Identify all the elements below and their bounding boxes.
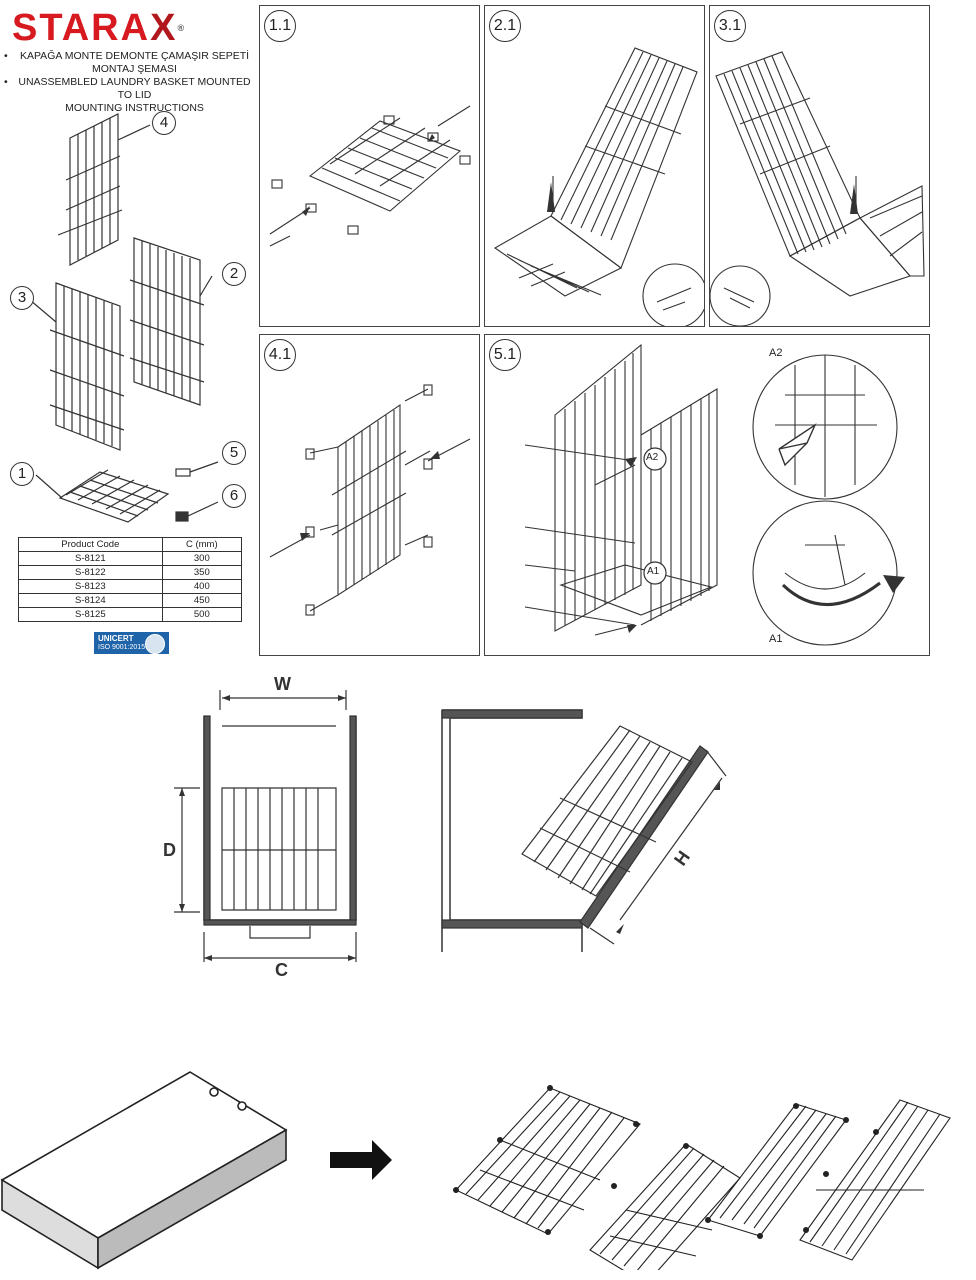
dimension-c-label: C	[275, 960, 288, 980]
certification-badge: UNICERT ISO 9001:2015	[94, 632, 169, 654]
dimension-w-label: W	[274, 674, 291, 694]
step-5-1-drawing	[524, 343, 905, 646]
header-line: MOUNTING INSTRUCTIONS	[65, 102, 204, 114]
part-number-1: 1	[10, 462, 34, 486]
cert-seal-icon	[145, 634, 165, 654]
step-number: 3.1	[714, 10, 746, 42]
part-number-3: 3	[10, 286, 34, 310]
exploded-parts-drawing	[29, 113, 219, 523]
header-text: •KAPAĞA MONTE DEMONTE ÇAMAŞIR SEPETİ MON…	[0, 50, 255, 115]
part-number-4: 4	[152, 111, 176, 135]
grid-panel-part-3	[49, 282, 125, 451]
cert-standard: ISO 9001:2015	[98, 644, 146, 651]
table-header-row: Product Code C (mm)	[18, 537, 243, 552]
size-cell: 500	[161, 607, 243, 622]
grid-panel-part-2	[129, 237, 205, 406]
arrow-right-icon	[330, 1140, 392, 1180]
connector-part-5	[175, 461, 219, 477]
callout-a1-marker: A1	[647, 566, 660, 577]
callout-a2-label: A2	[769, 347, 783, 359]
product-code-cell: S-8122	[18, 565, 163, 580]
header-line: MONTAJ ŞEMASI	[92, 63, 177, 75]
product-code-cell: S-8123	[18, 579, 163, 594]
cabinet-side-dimension-drawing	[441, 709, 727, 952]
callout-a1-label: A1	[769, 633, 783, 645]
column-header: Product Code	[18, 537, 163, 552]
part-number-6: 6	[222, 484, 246, 508]
brand-registered: ®	[177, 23, 185, 33]
grid-panel-part-1	[58, 469, 170, 523]
step-1-1-drawing	[269, 105, 471, 247]
brand-mark: X	[150, 7, 178, 49]
step-number: 2.1	[489, 10, 521, 42]
brand-logo: STARAX®	[12, 8, 240, 48]
dimension-d-label: D	[163, 840, 176, 860]
brand-name: STARA	[12, 7, 151, 49]
product-code-cell: S-8125	[18, 607, 163, 622]
product-code-cell: S-8121	[18, 551, 163, 566]
step-4-1-drawing	[269, 384, 471, 616]
step-3-1-drawing	[710, 51, 925, 326]
size-cell: 300	[161, 551, 243, 566]
step-panel-4-1: 4.1	[259, 334, 480, 656]
part-number-2: 2	[222, 262, 246, 286]
callout-a2-marker: A2	[646, 452, 659, 463]
header-line: •KAPAĞA MONTE DEMONTE ÇAMAŞIR SEPETİ	[4, 50, 250, 62]
step-panel-5-1: 5.1 A2 A1 A2 A1	[484, 334, 930, 656]
header-line: •UNASSEMBLED LAUNDRY BASKET MOUNTED TO L…	[4, 76, 251, 101]
connector-part-6	[175, 501, 219, 522]
step-number: 5.1	[489, 339, 521, 371]
step-number: 4.1	[264, 339, 296, 371]
size-cell: 400	[161, 579, 243, 594]
product-code-cell: S-8124	[18, 593, 163, 608]
step-number: 1.1	[264, 10, 296, 42]
grid-panel-part-4	[57, 113, 123, 266]
step-panel-1-1: 1.1	[259, 5, 480, 327]
size-cell: 450	[161, 593, 243, 608]
column-header: C (mm)	[161, 537, 243, 552]
cabinet-front-dimension-drawing	[174, 690, 357, 962]
size-cell: 350	[161, 565, 243, 580]
step-panel-2-1: 2.1	[484, 5, 705, 327]
part-number-5: 5	[222, 441, 246, 465]
step-panel-3-1: 3.1	[709, 5, 930, 327]
step-2-1-drawing	[493, 47, 704, 326]
cert-name: UNICERT	[98, 634, 134, 643]
lid-board-and-panels-drawing	[0, 1071, 951, 1270]
